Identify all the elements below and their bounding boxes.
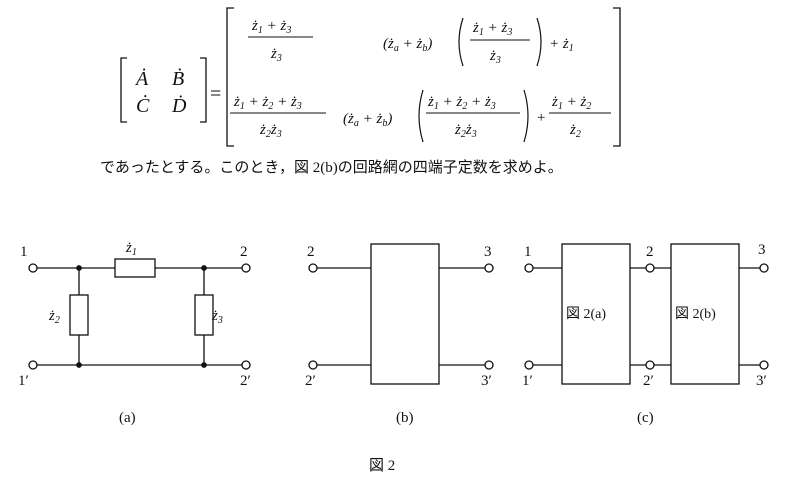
svg-text:2: 2 [646, 244, 654, 260]
svg-text:2′: 2′ [305, 373, 316, 389]
figure-title: 図 2 [369, 457, 395, 474]
rhs-a12: (ża + żb) ż1 + ż3 ż3 + ż1 [383, 17, 574, 67]
label-2p: 2′ [240, 373, 251, 389]
figure-c-circuit [524, 243, 769, 385]
lhs-matrix [120, 57, 207, 123]
svg-text:1′: 1′ [522, 373, 533, 389]
figure-a-labels: 1 2 1′ 2′ ż1 ż2 ż3 (a) [18, 240, 251, 426]
caption-b: (b) [396, 410, 414, 426]
label-z3: ż3 [211, 308, 223, 326]
rhs-a21: ż1 + ż2 + ż3 ż2ż3 [230, 94, 326, 140]
svg-text:+: + [536, 110, 546, 126]
lhs-D: Ḋ [171, 94, 187, 117]
rhs-a11: ż1 + ż3 ż3 [248, 18, 313, 64]
terminal-1p [28, 360, 38, 370]
terminal-2 [241, 263, 251, 273]
lhs-B: Ḃ [172, 67, 184, 90]
lhs-A: Ȧ [134, 67, 149, 90]
rhs-matrix [226, 7, 621, 147]
figure-a-circuit [28, 258, 251, 370]
svg-text:ż1 + ż2 + ż3: ż1 + ż2 + ż3 [233, 94, 302, 112]
matrix-equation: Ȧ Ḃ Ċ Ḋ = ż1 + ż3 ż3 (ża + żb) ż1 + ż3 ż… [120, 7, 621, 147]
lhs-C: Ċ [136, 94, 150, 117]
svg-text:3′: 3′ [481, 373, 492, 389]
svg-text:ż1 + ż2 + ż3: ż1 + ż2 + ż3 [427, 94, 496, 112]
box-label-2b: 図 2(b) [675, 307, 716, 322]
svg-text:2′: 2′ [643, 373, 654, 389]
label-z1: ż1 [125, 240, 137, 258]
svg-text:3: 3 [484, 244, 492, 260]
resistor-z1 [114, 258, 156, 278]
svg-text:(ża + żb): (ża + żb) [383, 36, 432, 54]
figure-c-labels: 1 2 3 1′ 2′ 3′ 図 2(a) 図 2(b) (c) [522, 242, 767, 426]
caption-c: (c) [637, 410, 654, 426]
svg-text:ż2ż3: ż2ż3 [259, 122, 282, 140]
block-c-b [670, 243, 740, 385]
terminal-2p [241, 360, 251, 370]
label-2: 2 [240, 244, 248, 260]
svg-text:1: 1 [524, 244, 532, 260]
figure-b-labels: 2 3 2′ 3′ (b) [305, 244, 492, 426]
box-label-2a: 図 2(a) [566, 307, 606, 322]
figure-b-circuit [308, 243, 494, 385]
question-text: であったとする。このとき，図 2(b)の回路網の四端子定数を求めよ。 [100, 159, 563, 176]
svg-text:ż2: ż2 [569, 122, 581, 140]
svg-text:+ ż1: + ż1 [549, 36, 574, 54]
svg-text:ż1 + ż3: ż1 + ż3 [472, 20, 512, 38]
caption-a: (a) [119, 410, 136, 426]
svg-text:ż3: ż3 [489, 48, 501, 66]
svg-text:ż2ż3: ż2ż3 [454, 122, 477, 140]
equals-sign: = [210, 83, 221, 105]
rhs-a22: (ża + żb) ż1 + ż2 + ż3 ż2ż3 + ż1 + ż2 ż2 [343, 89, 611, 143]
svg-text:ż3: ż3 [270, 46, 282, 64]
svg-text:ż1 + ż2: ż1 + ż2 [551, 94, 591, 112]
svg-text:2: 2 [307, 244, 315, 260]
svg-text:(ża + żb): (ża + żb) [343, 111, 392, 129]
terminal-1 [28, 263, 38, 273]
svg-text:3: 3 [758, 242, 766, 258]
resistor-z3 [194, 294, 214, 336]
svg-text:ż1 + ż3: ż1 + ż3 [251, 18, 291, 36]
label-1: 1 [20, 244, 28, 260]
block-c-a [561, 243, 631, 385]
label-1p: 1′ [18, 373, 29, 389]
label-z2: ż2 [48, 308, 60, 326]
block-b [370, 243, 440, 385]
resistor-z2 [69, 294, 89, 336]
svg-text:3′: 3′ [756, 373, 767, 389]
